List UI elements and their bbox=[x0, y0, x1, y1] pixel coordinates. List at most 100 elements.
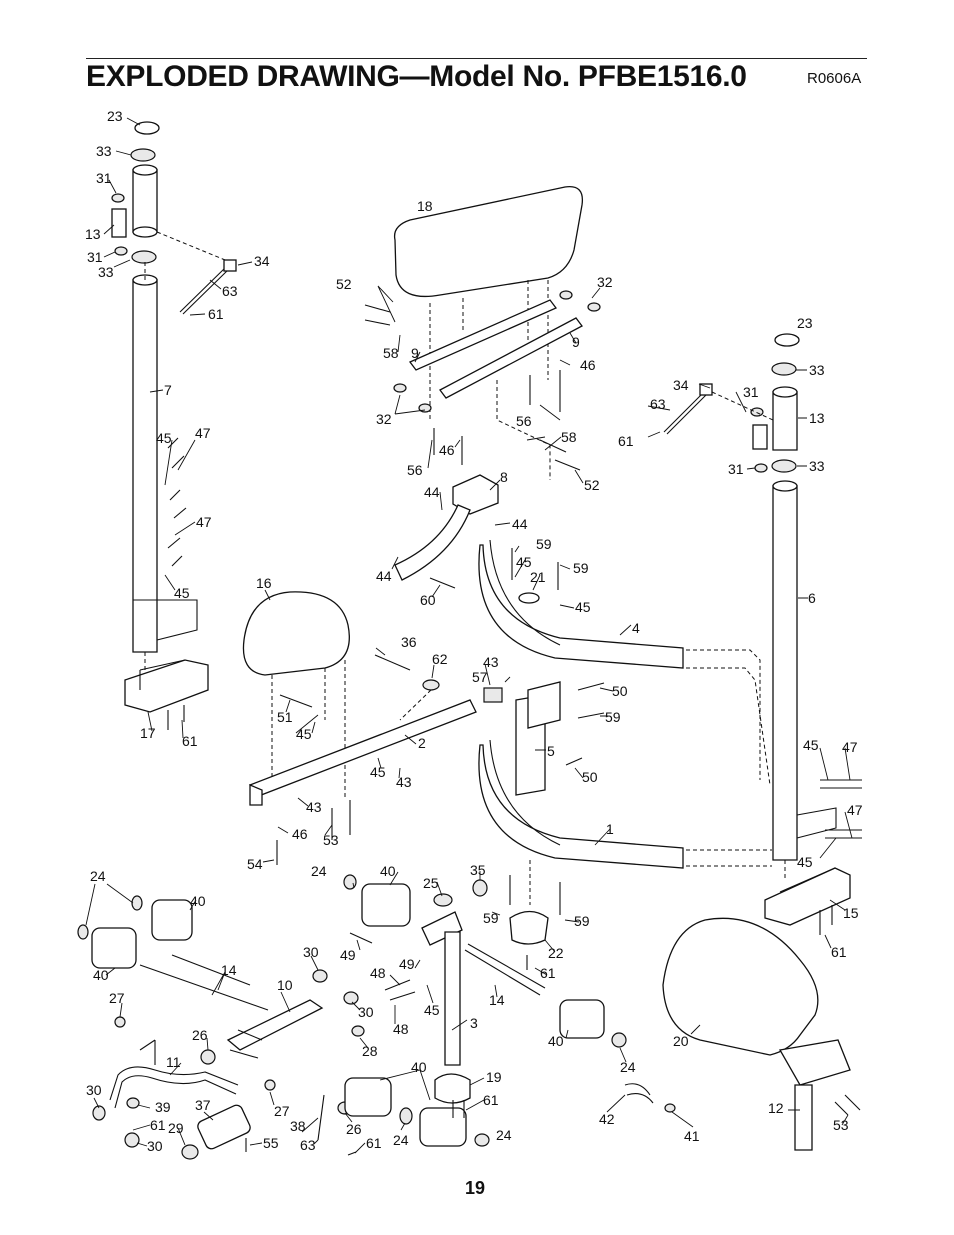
part-60-arc-bracket bbox=[394, 504, 471, 581]
callout-48: 48 bbox=[393, 1021, 409, 1037]
part-35-bushing bbox=[472, 879, 488, 897]
callout-34: 34 bbox=[673, 377, 689, 393]
part-11-arm bbox=[139, 1039, 156, 1065]
part-5-bracket bbox=[527, 681, 561, 729]
callout-54: 54 bbox=[247, 856, 263, 872]
part-42-clip bbox=[624, 1083, 654, 1104]
part-14-tube-left bbox=[139, 964, 269, 1011]
part-4-curved-frame bbox=[478, 544, 684, 669]
callout-51: 51 bbox=[277, 709, 293, 725]
part-34-handle-right bbox=[699, 383, 713, 396]
part-31-knob-left bbox=[114, 246, 128, 256]
callout-61: 61 bbox=[182, 733, 198, 749]
callout-63: 63 bbox=[222, 283, 238, 299]
callout-43: 43 bbox=[306, 799, 322, 815]
callout-45: 45 bbox=[575, 599, 591, 615]
drawing-code: R0606A bbox=[807, 70, 862, 87]
callout-15: 15 bbox=[843, 905, 859, 921]
callout-63: 63 bbox=[650, 396, 666, 412]
callout-23: 23 bbox=[797, 315, 813, 331]
callout-40: 40 bbox=[93, 967, 109, 983]
part-29-cap bbox=[181, 1144, 199, 1160]
part-9-rail-front bbox=[408, 299, 558, 371]
part-38-pin bbox=[317, 1094, 325, 1141]
callout-18: 18 bbox=[417, 198, 433, 214]
part-25-cap bbox=[433, 893, 453, 907]
callout-58: 58 bbox=[383, 345, 399, 361]
callout-35: 35 bbox=[470, 862, 486, 878]
back-pad-assembly bbox=[624, 917, 861, 1151]
part-30-nut-left bbox=[92, 1105, 106, 1121]
callout-60: 60 bbox=[420, 592, 436, 608]
part-53-bolts bbox=[331, 800, 351, 840]
callout-62: 62 bbox=[432, 651, 448, 667]
part-33-bushing-left-top bbox=[130, 148, 156, 162]
callout-61: 61 bbox=[831, 944, 847, 960]
callout-30: 30 bbox=[147, 1138, 163, 1154]
part-32-endcap-left bbox=[393, 383, 407, 393]
callout-61: 61 bbox=[208, 306, 224, 322]
part-23-cap-left bbox=[134, 121, 160, 135]
part-49-bolt bbox=[349, 932, 373, 944]
callout-33: 33 bbox=[96, 143, 112, 159]
callout-9: 9 bbox=[572, 334, 580, 350]
part-13-sleeve-right bbox=[772, 391, 798, 451]
callout-40: 40 bbox=[190, 893, 206, 909]
leader-lines bbox=[85, 117, 853, 1154]
callout-37: 37 bbox=[195, 1097, 211, 1113]
callout-40: 40 bbox=[411, 1059, 427, 1075]
callout-59: 59 bbox=[536, 536, 552, 552]
part-26-cap-left bbox=[200, 1049, 216, 1065]
callout-45: 45 bbox=[296, 726, 312, 742]
part-11-leg-lever bbox=[109, 1066, 239, 1101]
callout-49: 49 bbox=[399, 956, 415, 972]
part-21-bumper bbox=[518, 592, 540, 604]
callout-21: 21 bbox=[530, 569, 546, 585]
curved-frames bbox=[478, 539, 772, 945]
callout-32: 32 bbox=[376, 411, 392, 427]
callout-24: 24 bbox=[311, 863, 327, 879]
callout-20: 20 bbox=[673, 1033, 689, 1049]
callout-26: 26 bbox=[346, 1121, 362, 1137]
callout-7: 7 bbox=[164, 382, 172, 398]
callout-46: 46 bbox=[439, 442, 455, 458]
seat-and-main-frame bbox=[242, 591, 477, 865]
part-14-tube-right bbox=[464, 949, 541, 996]
callout-52: 52 bbox=[336, 276, 352, 292]
callout-55: 55 bbox=[263, 1135, 279, 1151]
part-24-washer-e bbox=[343, 874, 357, 890]
callout-31: 31 bbox=[96, 170, 112, 186]
callout-4: 4 bbox=[632, 620, 640, 636]
callout-31: 31 bbox=[87, 249, 103, 265]
part-24-washer-d bbox=[474, 1133, 490, 1147]
callout-61: 61 bbox=[483, 1092, 499, 1108]
part-34-handle-left bbox=[223, 259, 237, 272]
callout-29: 29 bbox=[168, 1120, 184, 1136]
callout-26: 26 bbox=[192, 1027, 208, 1043]
part-51-bolt bbox=[279, 694, 313, 708]
part-8-bracket bbox=[452, 474, 499, 515]
callout-14: 14 bbox=[489, 992, 505, 1008]
callout-61: 61 bbox=[540, 965, 556, 981]
part-60-bolt bbox=[429, 577, 456, 589]
part-24-washer-a bbox=[77, 924, 89, 940]
part-27-knob-right bbox=[264, 1079, 276, 1091]
callout-59: 59 bbox=[605, 709, 621, 725]
callout-46: 46 bbox=[292, 826, 308, 842]
part-40-roller-a bbox=[151, 899, 193, 941]
callout-27: 27 bbox=[274, 1103, 290, 1119]
callout-63: 63 bbox=[300, 1137, 316, 1153]
part-7-upright-left bbox=[132, 279, 158, 653]
part-63-pin-right bbox=[663, 391, 705, 433]
callout-33: 33 bbox=[809, 458, 825, 474]
callout-50: 50 bbox=[612, 683, 628, 699]
callout-10: 10 bbox=[277, 977, 293, 993]
callout-22: 22 bbox=[548, 945, 564, 961]
top-seat-assembly bbox=[364, 185, 601, 589]
callout-16: 16 bbox=[256, 575, 272, 591]
callout-38: 38 bbox=[290, 1118, 306, 1134]
callout-24: 24 bbox=[496, 1127, 512, 1143]
callout-19: 19 bbox=[486, 1069, 502, 1085]
part-40-roller-c bbox=[344, 1077, 392, 1117]
part-40-roller-f bbox=[559, 999, 605, 1039]
